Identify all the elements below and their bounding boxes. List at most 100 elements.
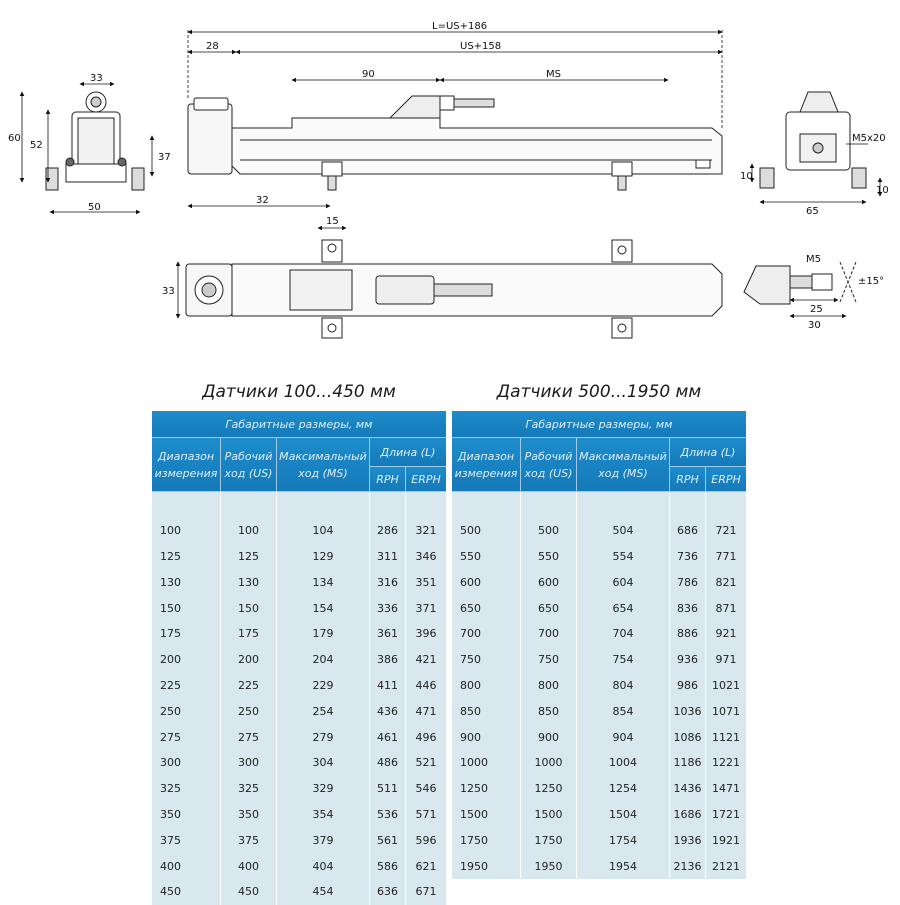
table-cell: 1950	[452, 853, 521, 879]
dim-50: 50	[88, 202, 101, 213]
table-cell: 321	[415, 524, 437, 538]
table-cell: 1250	[452, 775, 521, 802]
table-cell: 636	[370, 878, 406, 905]
dim-30: 30	[808, 320, 821, 331]
table-cell: 300	[152, 749, 221, 776]
side-view-dims	[187, 29, 723, 209]
table-cell: 150	[221, 595, 277, 621]
table-cell: 225	[221, 672, 277, 699]
table-cell: 329	[277, 775, 370, 802]
table-cell: 700	[452, 620, 521, 647]
table-cell: 736	[670, 543, 706, 570]
table-cell: 721	[715, 524, 737, 538]
table-cell: 604	[577, 569, 670, 596]
table-cell: 354	[277, 801, 370, 828]
table-cell: 325	[152, 775, 221, 802]
table-cell: 2136	[670, 853, 706, 879]
table-cell: 150	[152, 595, 221, 621]
dim-52: 52	[30, 140, 43, 151]
table-cell: 1021	[712, 678, 740, 692]
table-cell: 1254	[577, 775, 670, 802]
spacer-row	[152, 492, 446, 518]
table-cell: 2121	[712, 859, 740, 873]
right-spec-table: Габаритные размеры, мм Диапазон измерени…	[452, 411, 746, 879]
table-cell: 325	[221, 775, 277, 802]
table-cell: 400	[152, 853, 221, 879]
table-cell: 1086	[670, 724, 706, 750]
table-cell: 404	[277, 853, 370, 879]
table-cell: 600	[452, 569, 521, 596]
table-cell: 871	[715, 601, 737, 615]
dim-MS: MS	[546, 69, 561, 80]
table-cell: 536	[370, 801, 406, 828]
table-cell: 336	[370, 595, 406, 621]
table-cell: 1500	[521, 801, 577, 828]
table-cell: 200	[152, 646, 221, 673]
table-cell: 1121	[712, 730, 740, 744]
table-cell: 104	[277, 517, 370, 544]
table-cell: 400	[221, 853, 277, 879]
right-col-length: Длина (L)	[670, 438, 746, 467]
table-cell: 800	[521, 672, 577, 699]
right-col-rph: RPH	[670, 467, 706, 492]
table-cell: 1950	[521, 853, 577, 879]
dim-15: 15	[326, 216, 339, 227]
right-group-header: Габаритные размеры, мм	[452, 411, 746, 438]
table-cell: 411	[370, 672, 406, 699]
table-cell: 704	[577, 620, 670, 647]
left-spec-table: Габаритные размеры, мм Диапазон измерени…	[152, 411, 446, 905]
table-cell: 654	[577, 595, 670, 621]
table-cell: 650	[452, 595, 521, 621]
table-cell: 600	[521, 569, 577, 596]
table-cell: 1221	[712, 756, 740, 770]
dim-32: 32	[256, 195, 269, 206]
table-cell: 175	[221, 620, 277, 647]
right-col-erph: ERPH	[706, 467, 746, 492]
table-cell: 286	[370, 517, 406, 544]
table-cell: 154	[277, 595, 370, 621]
top-view-body	[185, 239, 723, 339]
table-cell: 804	[577, 672, 670, 699]
table-cell: 486	[370, 749, 406, 776]
table-cell: 454	[277, 878, 370, 905]
dim-33-side: 33	[162, 286, 175, 297]
table-cell: 1686	[670, 801, 706, 828]
table-cell: 350	[152, 801, 221, 828]
table-cell: 1436	[670, 775, 706, 802]
table-cell: 500	[452, 517, 521, 544]
table-cell: 129	[277, 543, 370, 570]
table-cell: 304	[277, 749, 370, 776]
table-cell: 500	[521, 517, 577, 544]
rod-end-detail	[743, 261, 857, 305]
end-view-right-dims	[749, 143, 883, 205]
left-col-range: Диапазон измерения	[152, 438, 221, 492]
table-cell: 179	[277, 620, 370, 647]
table-cell: 1936	[670, 827, 706, 854]
rod-end-dims	[789, 297, 847, 319]
dim-M5x20: M5x20	[852, 133, 886, 144]
table-cell: 850	[452, 698, 521, 725]
table-cell: 771	[715, 549, 737, 563]
table-cell: 436	[370, 698, 406, 725]
table-cell: 1750	[521, 827, 577, 854]
table-cell: 450	[152, 878, 221, 905]
table-cell: 850	[521, 698, 577, 725]
table-cell: 1000	[452, 749, 521, 776]
table-cell: 396	[415, 627, 437, 641]
left-col-erph: ERPH	[406, 467, 446, 492]
table-cell: 904	[577, 724, 670, 750]
